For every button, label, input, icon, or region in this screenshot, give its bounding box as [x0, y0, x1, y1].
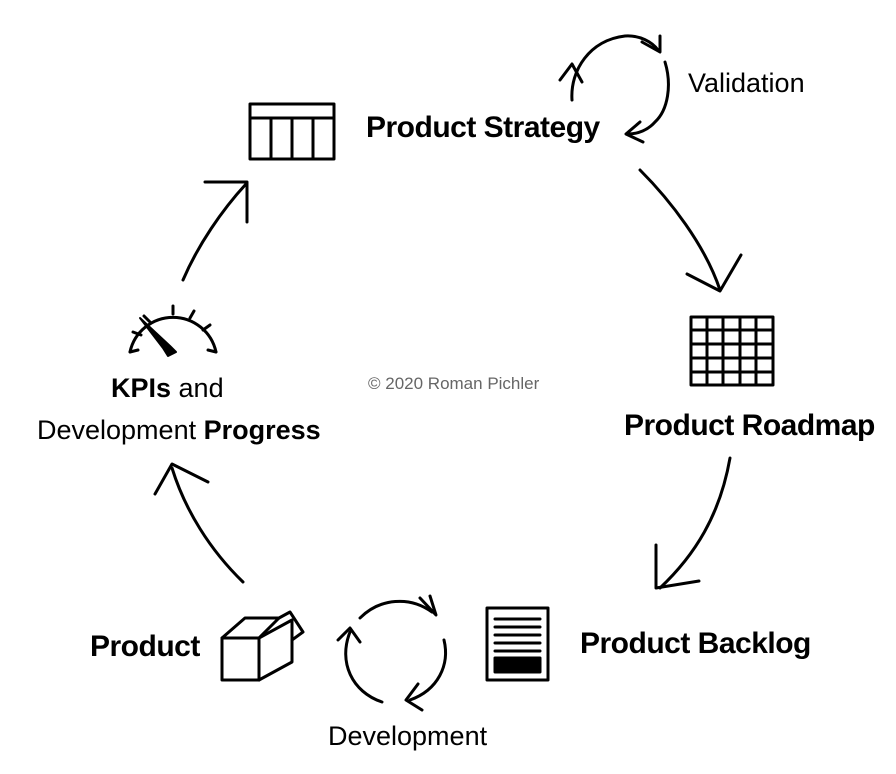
- validation-label: Validation: [688, 68, 805, 98]
- arrow-roadmap-to-backlog: [654, 456, 732, 590]
- development-cycle-icon: [336, 594, 447, 712]
- product-strategy-label: Product Strategy: [366, 111, 600, 144]
- arrow-strategy-to-roadmap: [638, 168, 743, 293]
- validation-cycle-icon: [558, 34, 670, 144]
- product-backlog-label: Product Backlog: [580, 627, 811, 660]
- backlog-list-icon: [485, 606, 550, 682]
- development-prefix-text: Development: [37, 415, 204, 445]
- roadmap-grid-icon: [689, 315, 775, 387]
- development-progress-label: Development Progress: [37, 415, 321, 446]
- kpi-gauge-icon: [128, 304, 218, 357]
- kpis-bold-text: KPIs: [111, 373, 172, 403]
- product-box-icon: [220, 610, 305, 682]
- product-roadmap-label: Product Roadmap: [624, 409, 875, 442]
- product-label: Product: [90, 630, 200, 663]
- copyright-notice: © 2020 Roman Pichler: [368, 374, 540, 393]
- development-label: Development: [328, 721, 488, 751]
- arrow-kpis-to-strategy: [181, 180, 249, 282]
- progress-bold-text: Progress: [203, 415, 321, 445]
- and-text: and: [171, 373, 224, 403]
- strategy-table-icon: [248, 102, 336, 161]
- arrow-product-to-kpis: [153, 462, 245, 584]
- kpis-and-label: KPIs and: [111, 373, 224, 404]
